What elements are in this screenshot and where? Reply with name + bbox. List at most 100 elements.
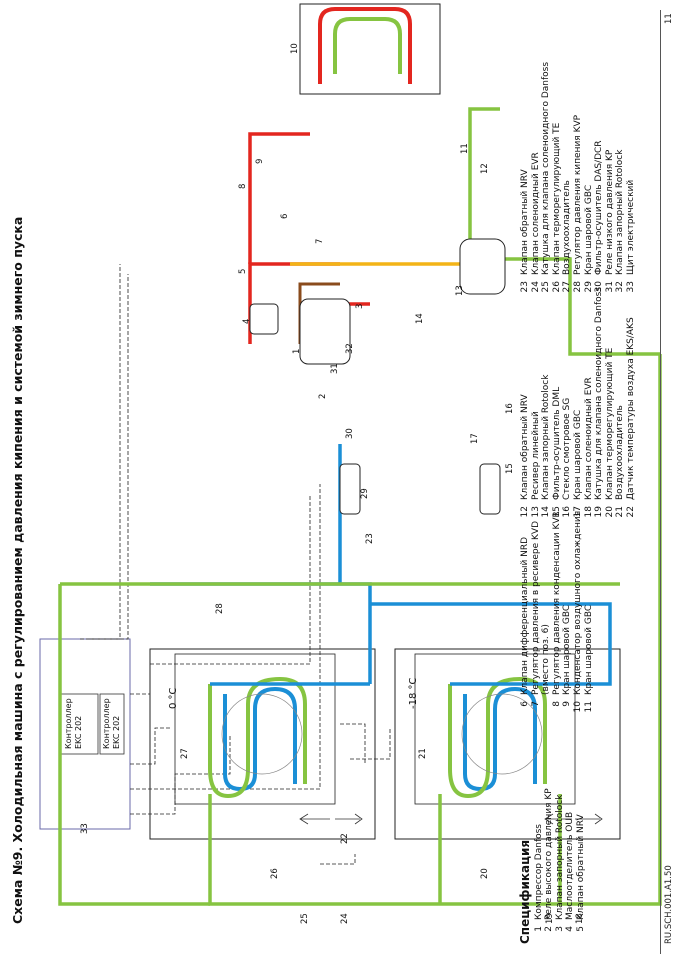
- spec-number: 33: [625, 281, 636, 293]
- spec-item: 11 Кран шаровой GBC: [584, 511, 595, 719]
- callout-10: 10: [290, 43, 300, 54]
- callout-16: 16: [505, 403, 515, 414]
- spec-text: Клапан запорный Rotolock: [615, 149, 626, 275]
- spec-number: 11: [583, 701, 594, 713]
- receiver-13: [459, 238, 506, 295]
- callout-31: 31: [330, 363, 340, 374]
- spec-number: 18: [583, 506, 594, 518]
- callout-14: 14: [415, 313, 425, 324]
- spec-number: 13: [530, 506, 541, 518]
- spec-number: 3: [554, 926, 565, 932]
- spec-number: 21: [615, 506, 626, 518]
- spec-text: Регулятор давления конденсации KVR: [551, 511, 562, 695]
- callout-24: 24: [340, 913, 350, 924]
- callout-12: 12: [480, 163, 490, 174]
- spec-text: Кран шаровой GBC: [583, 604, 594, 695]
- evaporator-coil-b: [448, 676, 547, 799]
- spec-number: 23: [520, 281, 530, 293]
- spec-item: 4 Маслоотделитель OUB: [565, 788, 576, 944]
- spec-heading: Спецификация: [518, 839, 532, 944]
- spec-number: 24: [530, 281, 541, 293]
- spec-text: (вместо поз. 6): [541, 624, 552, 695]
- spec-item: 25 Катушка для клапана соленоидного Danfo…: [541, 62, 552, 299]
- spec-number: 15: [551, 506, 562, 518]
- spec-number: 16: [562, 506, 573, 518]
- fan-a-icon: [221, 693, 303, 775]
- spec-number: 20: [604, 506, 615, 518]
- doc-code: RU.SCH.001.A1.50: [664, 865, 674, 944]
- spec-text: Стекло смотровое SG: [562, 397, 573, 500]
- callout-32: 32: [345, 343, 355, 354]
- spec-text: Клапан терморегулирующий TE: [604, 347, 615, 500]
- callout-29: 29: [360, 488, 370, 499]
- controller-box-b: [99, 693, 125, 755]
- spec-text: Клапан обратный NRV: [520, 169, 530, 275]
- spec-number: 10: [572, 701, 583, 713]
- filter-30: [339, 463, 361, 515]
- spec-number: 6: [520, 701, 530, 707]
- callout-13: 13: [455, 285, 465, 296]
- callout-2: 2: [318, 393, 328, 399]
- spec-number: 12: [520, 506, 530, 518]
- spec-item: 20 Клапан терморегулирующий TE: [605, 287, 616, 524]
- spec-item: 15 Фильтр-осушитель DML: [552, 287, 563, 524]
- spec-text: Реле высокого давления KP: [544, 788, 555, 920]
- spec-item: 8 Регулятор давления конденсации KVR: [552, 511, 563, 719]
- spec-text: Фильтр-осушитель DML: [551, 386, 562, 500]
- callout-5: 5: [238, 268, 248, 274]
- spec-text: Клапан соленоидный EVR: [530, 152, 541, 275]
- condenser-10: [299, 3, 441, 95]
- spec-text: Кран шаровой GBC: [562, 604, 573, 695]
- spec-number: 26: [551, 281, 562, 293]
- callout-1: 1: [292, 348, 302, 354]
- evaporator-coil-a: [208, 676, 307, 799]
- spec-item: 3 Клапан запорный Rotolock: [555, 788, 566, 944]
- spec-number: 14: [541, 506, 552, 518]
- spec-text: Клапан обратный NRV: [575, 814, 586, 920]
- spec-item: 23 Клапан обратный NRV: [520, 62, 531, 299]
- spec-text: Катушка для клапана соленоидного Danfoss: [594, 286, 605, 500]
- spec-number: 25: [541, 281, 552, 293]
- callout-4: 4: [242, 318, 252, 324]
- spec-text: Клапан запорный Rotolock: [554, 794, 565, 920]
- spec-item: 16 Стекло смотровое SG: [562, 287, 573, 524]
- spec-text: Щит электрический: [625, 179, 636, 275]
- spec-number: 19: [594, 506, 605, 518]
- callout-20: 20: [480, 868, 490, 879]
- callout-33: 33: [80, 823, 90, 834]
- condenser-coil: [318, 7, 412, 84]
- spec-text: Клапан дифференциальный NRD: [520, 536, 530, 695]
- spec-text: Маслоотделитель OUB: [565, 811, 576, 920]
- spec-number: 27: [562, 281, 573, 293]
- spec-text: Катушка для клапана соленоидного Danfoss: [541, 61, 552, 275]
- spec-number: 7: [530, 701, 541, 707]
- spec-number: 29: [583, 281, 594, 293]
- callout-15: 15: [505, 463, 515, 474]
- fan-b-icon: [461, 693, 543, 775]
- spec-text: Клапан терморегулирующий TE: [551, 122, 562, 275]
- callout-11: 11: [460, 143, 470, 154]
- callout-21: 21: [418, 748, 428, 759]
- spec-number: 4: [565, 926, 576, 932]
- spec-number: 8: [551, 701, 562, 707]
- spec-item: 33 Щит электрический: [626, 62, 637, 299]
- callout-23: 23: [365, 533, 375, 544]
- callout-22: 22: [340, 833, 350, 844]
